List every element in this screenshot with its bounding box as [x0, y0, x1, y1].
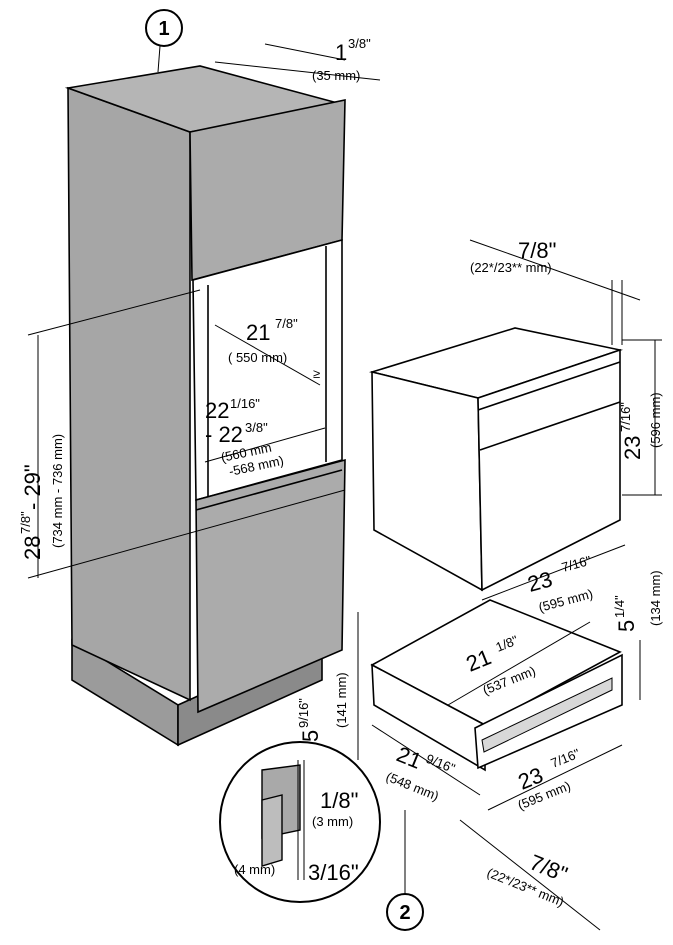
niche-depth-whole: 21: [246, 320, 270, 345]
dim-niche-depth: 21 7/8" ( 550 mm) ≥: [214, 316, 321, 386]
dim-drawer-front-height: 5 9/16" (141 mm): [296, 612, 359, 760]
callout-1-label: 1: [158, 18, 169, 40]
cabinet-height-whole: 28: [20, 536, 45, 560]
niche-depth-ge: ≥: [313, 366, 320, 381]
oven-panel-line: [479, 401, 621, 451]
cabinet-lower-door: [195, 458, 346, 714]
drawer-height-whole: 5: [614, 620, 639, 632]
dim-oven-width: 23 7/16" (595 mm): [481, 544, 626, 615]
gap-detail-top-mm: (3 mm): [312, 814, 353, 829]
oven-front-trim: [477, 361, 621, 411]
oven-width-frac: 7/16": [560, 553, 593, 575]
detail-panel-front: [261, 794, 283, 867]
gap-detail: 1/8" (3 mm) 3/16" (4 mm): [219, 741, 381, 903]
drawer-height-mm: (134 mm): [648, 570, 663, 626]
callout-2: 2: [386, 810, 424, 931]
lower-door-edge: [195, 469, 343, 511]
niche-width-frac2: 3/8": [245, 420, 268, 435]
front-offset-mm: (22*/23** mm): [470, 260, 552, 275]
oven-unit: [368, 327, 624, 592]
dim-oven-height: 23 7/16" (596 mm): [618, 339, 663, 496]
gap-detail-bottom-mm: (4 mm): [234, 862, 275, 877]
niche-depth-mm: ( 550 mm): [228, 350, 287, 365]
dim-front-offset: 7/8" (22*/23** mm): [469, 238, 641, 345]
niche-depth-frac: 7/8": [275, 316, 298, 331]
tall-cabinet: [64, 65, 346, 747]
drawer-handle: [481, 677, 613, 753]
cabinet-side-panel: [67, 86, 191, 702]
oven-height-mm: (596 mm): [648, 392, 663, 448]
drawer-body-width-mm: (548 mm): [384, 769, 441, 804]
dim-cabinet-height: 28 7/8" - 29" (734 mm - 736 mm): [18, 289, 346, 579]
niche-width-frac: 1/16": [230, 396, 260, 411]
drawer-front-height-frac: 9/16": [296, 698, 311, 728]
dim-top-gap: 1 3/8" (35 mm): [214, 36, 381, 83]
front-offset-value: 7/8": [518, 238, 556, 263]
drawer-side: [371, 663, 486, 772]
oven-front: [477, 348, 621, 592]
cabinet-height-mm: (734 mm - 736 mm): [50, 434, 65, 548]
cabinet-height-sep: - 29": [20, 464, 45, 510]
top-gap-frac: 3/8": [348, 36, 371, 51]
callout-1: 1: [145, 9, 183, 73]
dim-drawer-height: 5 1/4" (134 mm): [612, 570, 663, 700]
cabinet-height-frac: 7/8": [18, 511, 33, 534]
niche-width-whole2: - 22: [205, 422, 243, 447]
gap-detail-top-value: 1/8": [320, 788, 358, 813]
gap-detail-bottom-value: 3/16": [308, 860, 359, 885]
drawer-height-frac: 1/4": [612, 595, 627, 618]
drawer-body-width-whole: 21: [393, 741, 425, 773]
oven-side: [371, 370, 483, 592]
oven-height-whole: 23: [620, 436, 645, 460]
niche-width-whole: 22: [205, 398, 229, 423]
drawer-front-height-whole: 5: [298, 730, 323, 742]
callout-2-label: 2: [399, 902, 410, 924]
drawer-body-width-frac: 9/16": [424, 751, 458, 776]
oven-height-frac: 7/16": [618, 402, 633, 432]
top-gap-mm: (35 mm): [312, 68, 360, 83]
top-gap-whole: 1: [335, 40, 347, 65]
oven-width-whole: 23: [525, 566, 555, 596]
warming-drawer: [370, 599, 623, 772]
dim-drawer-front-offset: 7/8" (22*/23** mm): [459, 819, 601, 931]
drawer-front-height-mm: (141 mm): [334, 672, 349, 728]
